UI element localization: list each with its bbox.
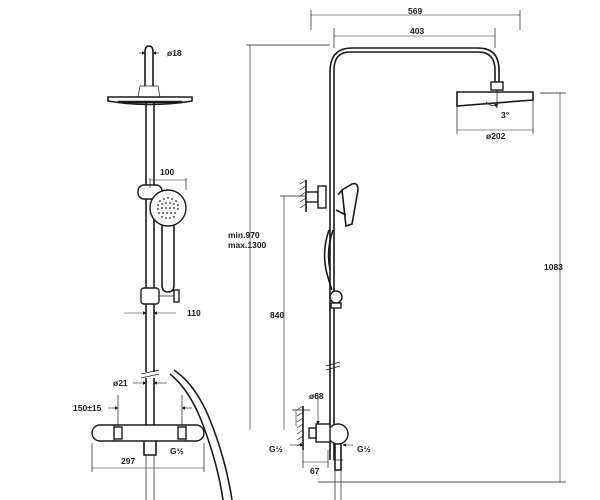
lower-pipe-dia-label: ø21: [113, 378, 128, 388]
tilt-label: 3°: [501, 110, 510, 120]
left-thread-label: G½: [170, 446, 184, 456]
holder-dim-label: 110: [187, 308, 201, 318]
head-dia-label: ø202: [486, 131, 506, 141]
side-view: 569 403 3° ø202 1083 min.970 max.1300: [228, 6, 566, 500]
front-view: ø18 100: [73, 45, 233, 500]
rain-nozzles: [117, 100, 183, 104]
adjust-max-label: max.1300: [228, 240, 267, 250]
lower-height-label: 840: [270, 310, 284, 320]
total-height-label: 1083: [544, 262, 563, 272]
arm-length-label: 403: [410, 26, 424, 36]
thread-right-label: G½: [357, 444, 371, 454]
pipe-dia-label: ø18: [167, 48, 182, 58]
inlet-spacing-label: 150±15: [73, 403, 102, 413]
mixer-width-label: 297: [121, 456, 135, 466]
thread-left-label: G½: [269, 444, 283, 454]
wall-hatch-lower: [296, 405, 304, 450]
nut-dia-label: ø68: [309, 391, 324, 401]
overall-width-label: 569: [408, 6, 422, 16]
depth-label: 67: [310, 466, 320, 476]
adjust-min-label: min.970: [228, 230, 260, 240]
hand-shower-dim-label: 100: [160, 167, 174, 177]
hand-shower-nozzles: [157, 197, 179, 219]
